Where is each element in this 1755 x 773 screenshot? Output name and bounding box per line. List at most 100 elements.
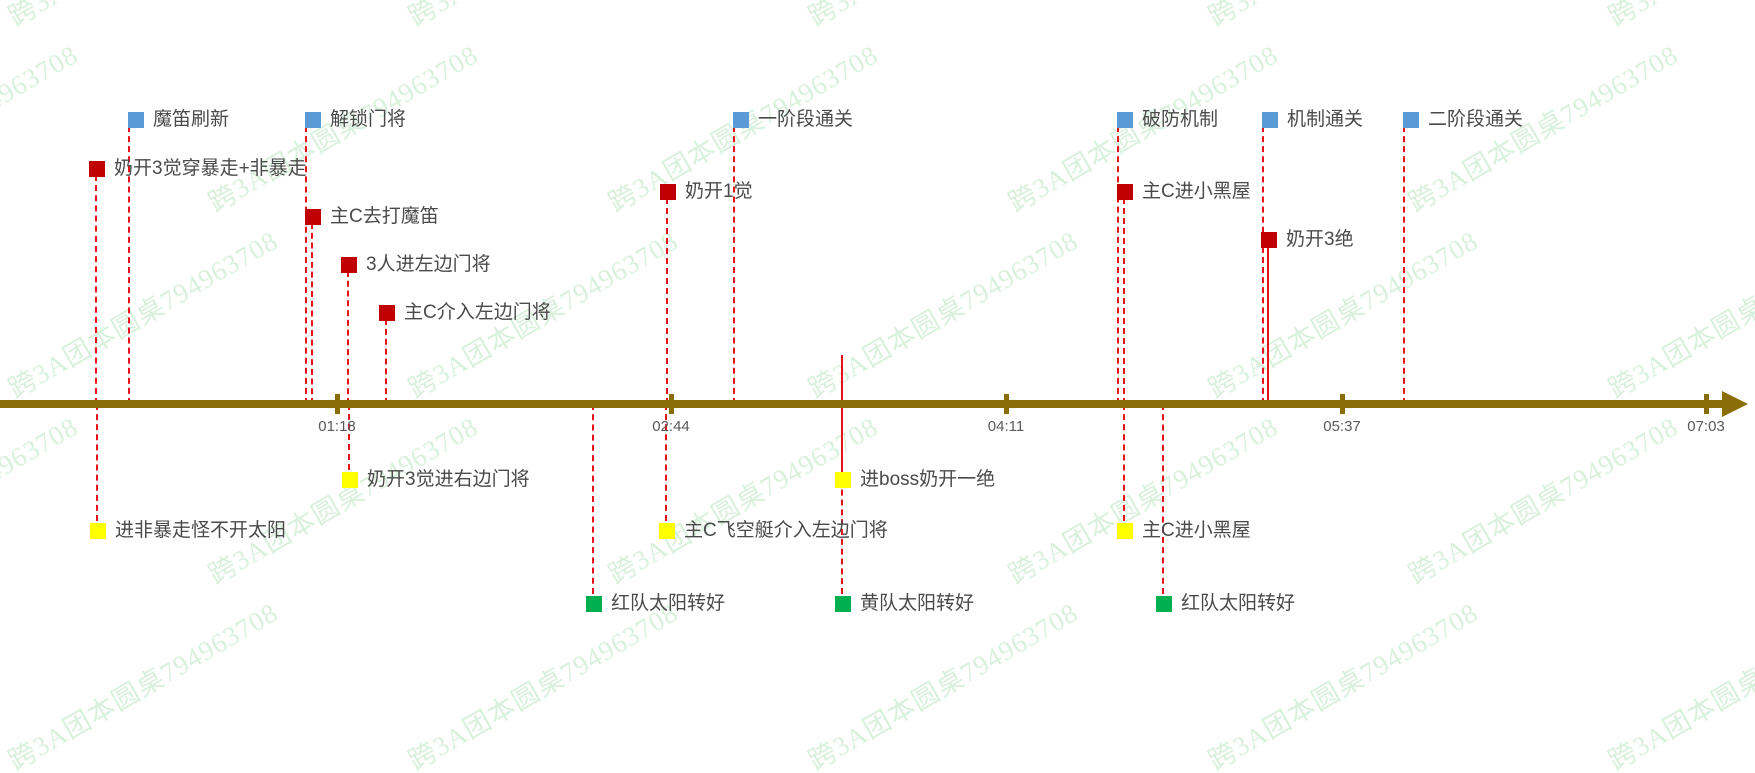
- event-label-text: 解锁门将: [330, 109, 407, 130]
- timeline-event-e15[interactable]: 进boss奶开一绝: [835, 470, 995, 489]
- timeline-event-e01[interactable]: 魔笛刷新: [128, 110, 229, 129]
- watermark-text: 跨3A团本圆桌794963708: [1603, 225, 1755, 405]
- event-marker-red-icon: [1117, 183, 1133, 200]
- event-marker-blue-icon: [305, 111, 321, 128]
- event-connector-line: [592, 404, 594, 594]
- watermark-text: 跨3A团本圆桌794963708: [800, 0, 1084, 34]
- timeline-event-e14[interactable]: 奶开3觉进右边门将: [342, 470, 530, 489]
- axis-tick-label: 07:03: [1687, 418, 1725, 435]
- watermark-text: 跨3A团本圆桌794963708: [1203, 597, 1484, 773]
- event-label-text: 一阶段通关: [758, 109, 854, 130]
- timeline-event-e11[interactable]: 奶开1觉: [660, 182, 753, 201]
- event-marker-blue-icon: [1403, 111, 1419, 128]
- event-marker-yellow-icon: [1117, 522, 1133, 539]
- event-connector-line: [95, 175, 97, 404]
- timeline-event-e08[interactable]: 主C去打魔笛: [305, 207, 439, 226]
- timeline-event-e02[interactable]: 解锁门将: [305, 110, 406, 129]
- watermark-text: 跨3A团本圆桌794963708: [0, 39, 84, 219]
- watermark-text: 跨3A团本圆桌794963708: [3, 225, 284, 405]
- watermark-text: 跨3A团本圆桌794963708: [400, 0, 684, 34]
- timeline-event-e13[interactable]: 奶开3绝: [1261, 230, 1354, 249]
- timeline-event-e03[interactable]: 一阶段通关: [733, 110, 853, 129]
- event-label-text: 红队太阳转好: [1181, 593, 1296, 614]
- watermark-text: 跨3A团本圆桌794963708: [403, 597, 684, 773]
- event-marker-red-icon: [379, 304, 395, 321]
- event-marker-red-icon: [1261, 231, 1277, 248]
- timeline-event-e21[interactable]: 红队太阳转好: [1156, 594, 1295, 613]
- event-connector-line: [348, 404, 350, 470]
- event-connector-line: [1403, 126, 1405, 404]
- axis-tick-mark: [1340, 394, 1345, 414]
- event-connector-line: [385, 319, 387, 404]
- timeline-event-e18[interactable]: 主C进小黑屋: [1117, 521, 1251, 540]
- event-connector-line: [733, 126, 735, 404]
- watermark-text: 跨3A团本圆桌794963708: [0, 411, 84, 591]
- axis-tick-label: 04:11: [987, 418, 1025, 435]
- event-marker-green-icon: [1156, 595, 1172, 612]
- event-connector-line: [1262, 126, 1264, 404]
- event-connector-line: [311, 223, 313, 404]
- event-label-text: 奶开3绝: [1286, 229, 1354, 250]
- watermark-text: 跨3A团本圆桌794963708: [803, 597, 1084, 773]
- axis-tick-mark: [1704, 394, 1709, 414]
- timeline-event-e12[interactable]: 主C进小黑屋: [1117, 182, 1251, 201]
- axis-tick-mark: [1004, 394, 1009, 414]
- event-label-text: 进boss奶开一绝: [860, 469, 996, 490]
- event-connector-line: [347, 271, 349, 404]
- event-connector-line: [1162, 404, 1164, 594]
- timeline-event-e09[interactable]: 3人进左边门将: [341, 255, 491, 274]
- axis-tick-label: 01:18: [318, 418, 356, 435]
- timeline-event-e17[interactable]: 主C飞空艇介入左边门将: [659, 521, 888, 540]
- event-connector-line: [1123, 198, 1125, 404]
- event-label-text: 机制通关: [1287, 109, 1364, 130]
- event-label-text: 红队太阳转好: [611, 593, 726, 614]
- event-marker-green-icon: [586, 595, 602, 612]
- event-label-text: 奶开3觉穿暴走+非暴走: [114, 158, 307, 179]
- axis-tick-label: 02:44: [652, 418, 690, 435]
- event-connector-line: [665, 404, 667, 521]
- event-marker-blue-icon: [1117, 111, 1133, 128]
- watermark-text: 跨3A团本圆桌794963708: [1200, 0, 1484, 34]
- event-marker-red-icon: [341, 256, 357, 273]
- timeline-event-e20[interactable]: 黄队太阳转好: [835, 594, 974, 613]
- event-connector-line: [841, 355, 843, 470]
- event-label-text: 黄队太阳转好: [860, 593, 975, 614]
- event-marker-red-icon: [660, 183, 676, 200]
- event-marker-yellow-icon: [659, 522, 675, 539]
- timeline-event-e10[interactable]: 主C介入左边门将: [379, 303, 551, 322]
- event-connector-line: [1267, 246, 1269, 404]
- timeline-event-e06[interactable]: 二阶段通关: [1403, 110, 1523, 129]
- timeline-event-e04[interactable]: 破防机制: [1117, 110, 1218, 129]
- timeline-axis-arrow-icon: [1722, 391, 1748, 417]
- event-marker-blue-icon: [733, 111, 749, 128]
- timeline-event-e16[interactable]: 进非暴走怪不开太阳: [90, 521, 286, 540]
- event-marker-red-icon: [89, 160, 105, 177]
- timeline-event-e07[interactable]: 奶开3觉穿暴走+非暴走: [89, 159, 307, 178]
- event-marker-yellow-icon: [835, 471, 851, 488]
- event-connector-line: [1123, 404, 1125, 521]
- axis-tick-mark: [669, 394, 674, 414]
- event-marker-green-icon: [835, 595, 851, 612]
- event-connector-line: [1117, 126, 1119, 404]
- watermark-text: 跨3A团本圆桌794963708: [1600, 0, 1755, 34]
- axis-tick-mark: [335, 394, 340, 414]
- timeline-event-e19[interactable]: 红队太阳转好: [586, 594, 725, 613]
- event-label-text: 奶开3觉进右边门将: [367, 469, 530, 490]
- event-label-text: 主C进小黑屋: [1142, 181, 1251, 202]
- watermark-text: 跨3A团本圆桌794963708: [1603, 597, 1755, 773]
- event-label-text: 奶开1觉: [685, 181, 753, 202]
- event-marker-blue-icon: [1262, 111, 1278, 128]
- watermark-text: 跨3A团本圆桌794963708: [1003, 411, 1284, 591]
- event-connector-line: [305, 126, 307, 404]
- event-connector-line: [666, 198, 668, 404]
- event-connector-line: [96, 404, 98, 521]
- event-label-text: 二阶段通关: [1428, 109, 1524, 130]
- event-label-text: 进非暴走怪不开太阳: [115, 520, 287, 541]
- watermark-text: 跨3A团本圆桌794963708: [0, 0, 284, 34]
- event-label-text: 破防机制: [1142, 109, 1219, 130]
- event-marker-red-icon: [305, 208, 321, 225]
- event-connector-line: [128, 126, 130, 404]
- event-label-text: 魔笛刷新: [153, 109, 230, 130]
- timeline-event-e05[interactable]: 机制通关: [1262, 110, 1363, 129]
